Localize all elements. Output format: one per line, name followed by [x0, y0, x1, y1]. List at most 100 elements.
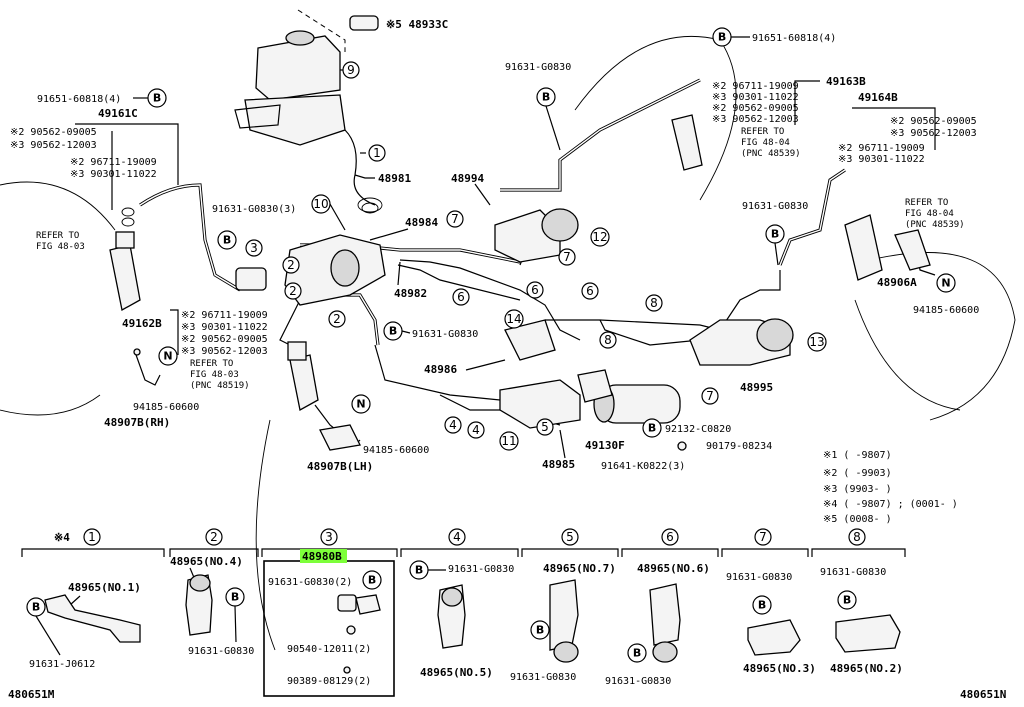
svg-text:480651N: 480651N [960, 688, 1006, 701]
b-mark-right-3: B [765, 224, 785, 244]
svg-text:2: 2 [333, 312, 341, 326]
svg-text:※3 90562-12003: ※3 90562-12003 [181, 346, 268, 357]
b-mark-d5: B [530, 620, 550, 640]
svg-text:FIG 48-04: FIG 48-04 [741, 138, 790, 148]
svg-text:48906A: 48906A [877, 276, 917, 289]
svg-text:48985: 48985 [542, 458, 575, 471]
svg-text:B: B [536, 624, 544, 637]
svg-text:※3 (9903- ): ※3 (9903- ) [823, 484, 892, 495]
svg-text:5: 5 [566, 530, 574, 544]
n-mark-right: N [936, 273, 956, 293]
svg-text:48965(NO.3): 48965(NO.3) [743, 662, 816, 675]
svg-text:※3 90301-11022: ※3 90301-11022 [181, 322, 268, 333]
svg-text:91631-G0830: 91631-G0830 [188, 646, 254, 657]
svg-text:(PNC 48539): (PNC 48539) [905, 220, 965, 230]
svg-text:90389-08129(2): 90389-08129(2) [287, 676, 371, 687]
bracket-14 [504, 319, 556, 361]
svg-text:6: 6 [531, 283, 539, 297]
svg-text:B: B [542, 91, 550, 104]
shock-right-top [671, 114, 703, 171]
svg-text:8: 8 [650, 296, 658, 310]
callout-2b [284, 282, 302, 300]
clamp-no1 [44, 594, 141, 643]
b-mark-right-4: B [642, 418, 662, 438]
svg-text:10: 10 [313, 197, 328, 211]
pipe-right-front [778, 168, 846, 266]
svg-text:48965(NO.6): 48965(NO.6) [637, 562, 710, 575]
svg-text:48965(NO.7): 48965(NO.7) [543, 562, 616, 575]
right-wheel-arc [869, 252, 1016, 421]
svg-text:※3 90301-11022: ※3 90301-11022 [70, 169, 157, 180]
svg-text:※2 96711-19009: ※2 96711-19009 [838, 143, 925, 154]
svg-text:48907B(LH): 48907B(LH) [307, 460, 373, 473]
section-callout-7 [754, 528, 772, 546]
callout-2c [328, 310, 346, 328]
svg-text:48984: 48984 [405, 216, 438, 229]
svg-text:※2 96711-19009: ※2 96711-19009 [181, 310, 268, 321]
svg-text:3: 3 [325, 530, 333, 544]
callout-1 [368, 144, 386, 162]
section-callout-3 [320, 528, 338, 546]
svg-text:6: 6 [457, 290, 465, 304]
callout-13 [807, 332, 827, 352]
callout-12 [590, 227, 610, 247]
svg-text:※3 90562-12003: ※3 90562-12003 [890, 128, 977, 139]
svg-text:48982: 48982 [394, 287, 427, 300]
svg-text:B: B [223, 234, 231, 247]
master-cylinder [244, 94, 346, 146]
svg-text:FIG 48-03: FIG 48-03 [190, 370, 239, 380]
cap-part [349, 15, 379, 31]
svg-text:91631-J0612: 91631-J0612 [29, 659, 95, 670]
svg-text:94185-60600: 94185-60600 [913, 305, 979, 316]
svg-text:49162B: 49162B [122, 317, 162, 330]
svg-text:49163B: 49163B [826, 75, 866, 88]
svg-text:91631-G0830: 91631-G0830 [412, 329, 478, 340]
clamp-no3 [747, 619, 801, 656]
svg-text:N: N [163, 350, 172, 363]
svg-text:※2 96711-19009: ※2 96711-19009 [70, 157, 157, 168]
svg-text:B: B [153, 92, 161, 105]
section-callout-8 [848, 528, 866, 546]
callout-2a [282, 256, 300, 274]
svg-text:N: N [356, 398, 365, 411]
clamp-no7 [549, 579, 579, 651]
svg-text:11: 11 [501, 434, 516, 448]
callout-14 [504, 309, 524, 329]
b-mark-d4: B [409, 560, 429, 580]
svg-text:91641-K0822(3): 91641-K0822(3) [601, 461, 685, 472]
svg-text:7: 7 [563, 250, 571, 264]
svg-text:6: 6 [586, 284, 594, 298]
svg-text:7: 7 [759, 530, 767, 544]
svg-text:7: 7 [451, 212, 459, 226]
b-mark-d1: B [26, 597, 46, 617]
svg-text:13: 13 [809, 335, 824, 349]
section-callout-6 [661, 528, 679, 546]
svg-text:90179-08234: 90179-08234 [706, 441, 772, 452]
b-mark-right-1: B [712, 27, 732, 47]
shock-center [289, 354, 319, 412]
n-mark-left-1: N [158, 346, 178, 366]
svg-text:※2 90562-09005: ※2 90562-09005 [10, 127, 97, 138]
svg-text:(PNC 48539): (PNC 48539) [741, 149, 801, 159]
svg-text:91631-G0830: 91631-G0830 [448, 564, 514, 575]
left-wheel-arc-bottom [0, 394, 101, 416]
svg-text:5: 5 [541, 420, 549, 434]
svg-text:91631-G0830(2): 91631-G0830(2) [268, 577, 352, 588]
svg-text:FIG 48-03: FIG 48-03 [36, 242, 85, 252]
svg-text:B: B [389, 325, 397, 338]
svg-text:48965(NO.1): 48965(NO.1) [68, 581, 141, 594]
svg-text:91631-G0830: 91631-G0830 [820, 567, 886, 578]
svg-text:※5 (0008- ): ※5 (0008- ) [823, 514, 892, 525]
callout-6a [452, 288, 470, 306]
part-48980B-label[interactable]: 48980B [302, 550, 342, 563]
svg-text:7: 7 [706, 389, 714, 403]
svg-text:94185-60600: 94185-60600 [363, 445, 429, 456]
callout-9 [342, 61, 360, 79]
b-mark-left-2: B [217, 230, 237, 250]
svg-text:48995: 48995 [740, 381, 773, 394]
section-callout-2 [205, 528, 223, 546]
svg-text:48965(NO.4): 48965(NO.4) [170, 555, 243, 568]
svg-text:8: 8 [604, 333, 612, 347]
svg-text:REFER TO: REFER TO [36, 231, 79, 241]
